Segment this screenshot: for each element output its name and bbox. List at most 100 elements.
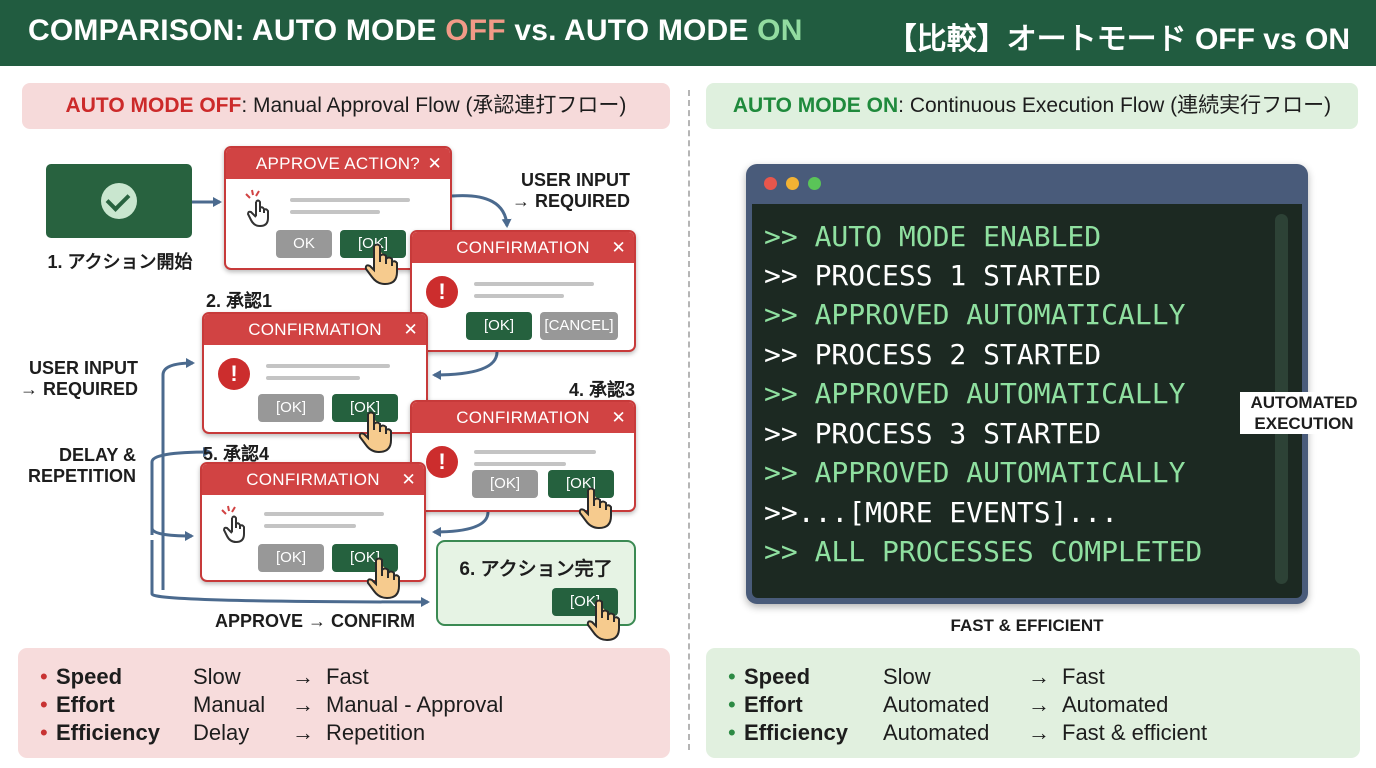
dialog-text-line (290, 210, 380, 214)
ok-button[interactable]: [OK] (472, 470, 538, 498)
close-icon[interactable]: ✕ (403, 320, 418, 339)
banner-keyword-off: AUTO MODE OFF (65, 94, 242, 117)
dialog-titlebar: CONFIRMATION ✕ (412, 232, 634, 263)
approve-confirm-label: APPROVE → CONFIRM (214, 611, 415, 631)
bullet: • (728, 720, 736, 745)
dialog-titlebar: CONFIRMATION ✕ (202, 464, 424, 495)
dialog-titlebar: CONFIRMATION ✕ (204, 314, 426, 345)
metric-from: Automated (883, 692, 990, 717)
metric-from: Slow (883, 664, 931, 689)
arrow-icon: → (1028, 720, 1050, 745)
alert-icon: ! (218, 358, 250, 390)
bullet: • (40, 664, 48, 689)
summary-row: • Effort Manual → Manual - Approval (18, 692, 670, 720)
arrow-icon: → (1028, 692, 1050, 717)
close-icon[interactable]: ✕ (611, 238, 626, 257)
summary-off-panel: • Speed Slow → Fast • Effort Manual → Ma… (18, 648, 670, 758)
step-1-label: 1. アクション開始 (47, 252, 193, 272)
user-input-required-top: USER INPUT → REQUIRED (511, 170, 630, 211)
dialog-title: APPROVE ACTION? (255, 154, 421, 173)
window-maximize-dot[interactable] (808, 177, 821, 190)
bullet: • (728, 692, 736, 717)
step-5-label: 5. 承認4 (202, 444, 270, 464)
metric-from: Delay (193, 720, 250, 745)
center-divider (688, 90, 690, 750)
bullet: • (40, 692, 48, 717)
dialog-title: CONFIRMATION (456, 408, 590, 427)
dialog-titlebar: CONFIRMATION ✕ (412, 402, 634, 433)
metric-to: Manual - Approval (326, 692, 504, 717)
close-icon[interactable]: ✕ (611, 408, 626, 427)
ok-button-primary[interactable]: [OK] (332, 544, 398, 572)
terminal-line: >> APPROVED AUTOMATICALLY (764, 298, 1186, 331)
alert-icon: ! (426, 446, 458, 478)
metric-name: Effort (744, 692, 803, 717)
banner-keyword-on: AUTO MODE ON (732, 94, 899, 117)
title-prefix: COMPARISON: AUTO MODE (28, 14, 446, 47)
summary-row: • Speed Slow → Fast (706, 664, 1360, 692)
banner-text-on: : Continuous Execution Flow (連続実行フロー) (898, 94, 1332, 117)
step-2-label: 2. 承認1 (205, 291, 273, 311)
arrow-icon: → (292, 720, 314, 745)
done-ok-button[interactable]: [OK] (552, 588, 618, 616)
page-title: COMPARISON: AUTO MODE OFF vs. AUTO MODE … (28, 14, 803, 48)
header-bar: COMPARISON: AUTO MODE OFF vs. AUTO MODE … (0, 0, 1376, 66)
metric-to: Automated (1062, 692, 1169, 717)
step-4-label: 4. 承認3 (568, 380, 636, 400)
dialog-text-line (264, 524, 356, 528)
terminal-window: >> AUTO MODE ENABLED >> PROCESS 1 STARTE… (746, 164, 1308, 604)
terminal-line: >>...[MORE EVENTS]... (764, 496, 1119, 529)
dialog-text-line (474, 450, 596, 454)
ok-button[interactable]: [OK] (258, 544, 324, 572)
dialog-title: CONFIRMATION (248, 320, 382, 339)
dialog-text-line (266, 364, 390, 368)
pointer-hand-icon (366, 557, 400, 600)
automated-execution-label: AUTOMATED EXECUTION (1240, 392, 1368, 434)
terminal-line: >> APPROVED AUTOMATICALLY (764, 456, 1186, 489)
confirmation-dialog-4: CONFIRMATION ✕ [OK] [OK] (200, 462, 426, 582)
metric-to: Fast (1062, 664, 1105, 689)
close-icon[interactable]: ✕ (427, 154, 442, 173)
terminal-line: >> PROCESS 3 STARTED (764, 417, 1102, 450)
metric-name: Efficiency (744, 720, 848, 745)
pointer-hand-icon (578, 487, 612, 530)
ok-button-primary[interactable]: [OK] (548, 470, 614, 498)
window-close-dot[interactable] (764, 177, 777, 190)
fast-efficient-label: FAST & EFFICIENT (950, 616, 1104, 635)
pointer-hand-icon (586, 599, 620, 642)
terminal-screen: >> AUTO MODE ENABLED >> PROCESS 1 STARTE… (752, 204, 1302, 598)
terminal-line: >> PROCESS 1 STARTED (764, 259, 1102, 292)
ok-button-primary[interactable]: [OK] (332, 394, 398, 422)
metric-name: Speed (744, 664, 811, 689)
confirmation-dialog-2: CONFIRMATION ✕ ! [OK] [OK] (202, 312, 428, 434)
metric-name: Effort (56, 692, 115, 717)
summary-row: • Speed Slow → Fast (18, 664, 670, 692)
dialog-titlebar: APPROVE ACTION? ✕ (226, 148, 450, 179)
check-icon (101, 183, 137, 219)
ok-button-primary[interactable]: [OK] (466, 312, 532, 340)
page-title-jp: 【比較】オートモード OFF vs ON (886, 23, 1350, 56)
ok-button[interactable]: [OK] (258, 394, 324, 422)
bullet: • (728, 664, 736, 689)
window-minimize-dot[interactable] (786, 177, 799, 190)
close-icon[interactable]: ✕ (401, 470, 416, 489)
dialog-title: CONFIRMATION (246, 470, 380, 489)
dialog-text-line (264, 512, 384, 516)
dialog-text-line (290, 198, 410, 202)
step-6-label: 6. アクション完了 (459, 559, 613, 580)
arrow-icon: → (292, 692, 314, 717)
metric-to: Fast & efficient (1062, 720, 1208, 745)
cancel-button[interactable]: [CANCEL] (540, 312, 618, 340)
start-action-box (46, 164, 192, 238)
dialog-title: CONFIRMATION (456, 238, 590, 257)
ok-button[interactable]: OK (276, 230, 332, 258)
terminal-line: >> PROCESS 2 STARTED (764, 338, 1102, 371)
banner-auto-mode-off: AUTO MODE OFF: Manual Approval Flow (承認連… (22, 83, 670, 129)
terminal-line: >> AUTO MODE ENABLED (764, 220, 1102, 253)
summary-row: • Efficiency Delay → Repetition (18, 720, 670, 748)
dialog-text-line (474, 282, 594, 286)
title-off: OFF (445, 14, 506, 47)
summary-row: • Effort Automated → Automated (706, 692, 1360, 720)
pointer-hand-icon (358, 411, 392, 454)
delay-repetition-label: DELAY & REPETITION (27, 445, 136, 486)
